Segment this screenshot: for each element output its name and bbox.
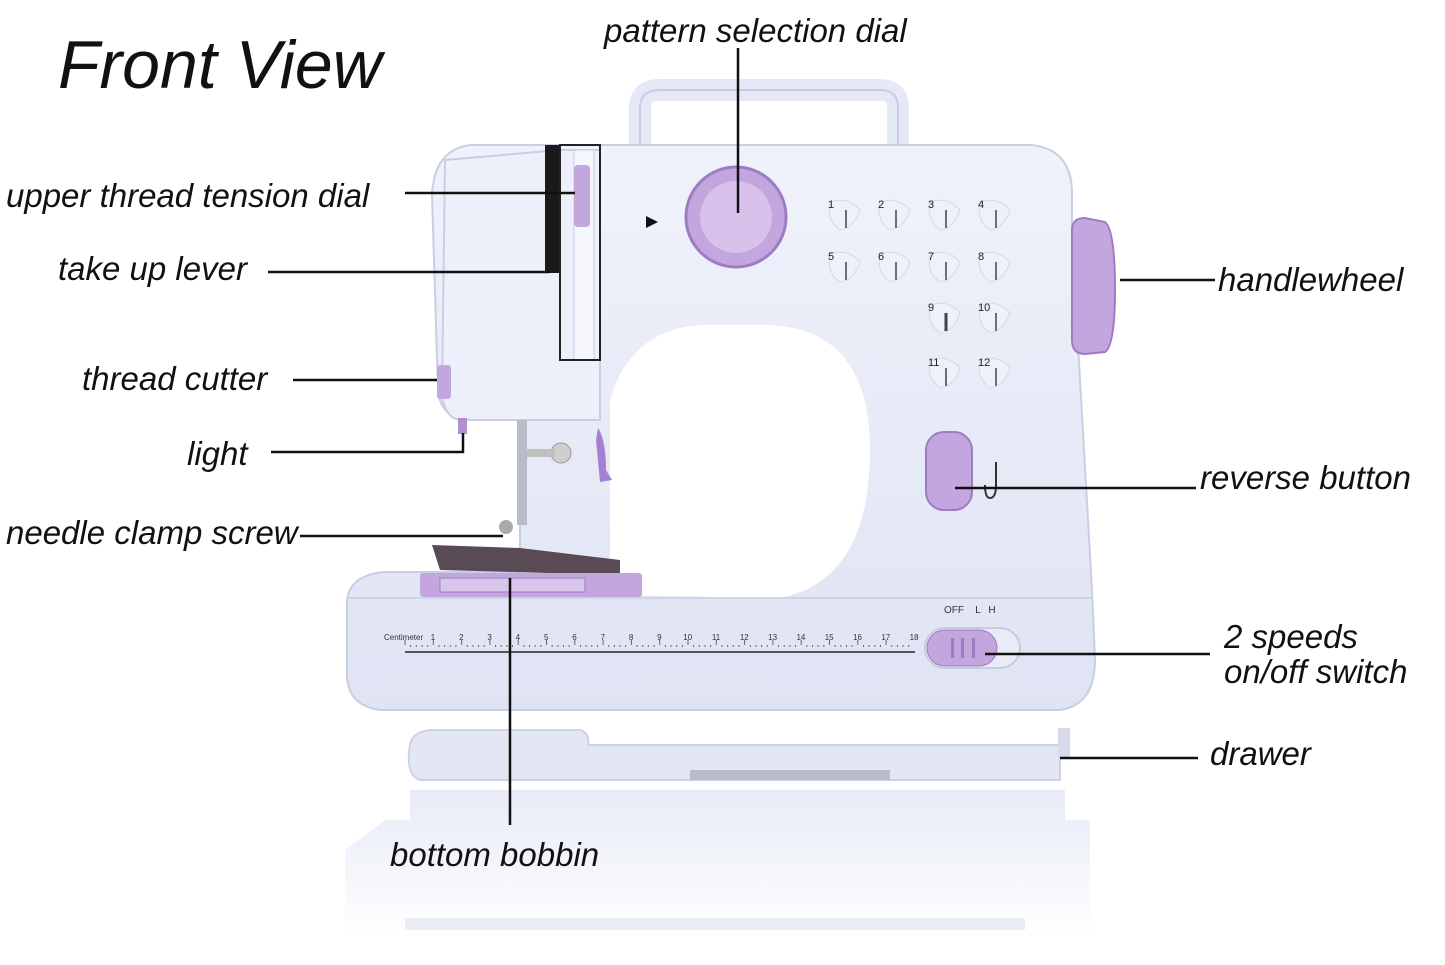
stitch-number: 6 [878, 251, 884, 263]
switch-position-label: OFF [944, 605, 964, 616]
ruler-number: 14 [796, 633, 805, 642]
ruler-number: 12 [740, 633, 749, 642]
label-bottom-bobbin: bottom bobbin [390, 836, 600, 873]
label-reverse-button: reverse button [1200, 459, 1411, 496]
stitch-pattern-icon: 2 [878, 199, 911, 231]
stitch-number: 9 [928, 302, 934, 314]
stitch-pattern-icon: 5 [828, 251, 861, 283]
label-light: light [187, 435, 248, 472]
stitch-number: 3 [928, 199, 934, 211]
stitch-pattern-icon: 4 [978, 199, 1011, 231]
ruler-number: 11 [712, 633, 721, 642]
ruler-number: 4 [516, 633, 521, 642]
label-upper-thread-tension-dial: upper thread tension dial [6, 177, 370, 214]
reflection [345, 790, 1090, 940]
label-speed-switch-line2: on/off switch [1224, 653, 1408, 690]
switch-position-label: L [975, 605, 981, 616]
stitch-pattern-icon: 10 [978, 302, 1011, 334]
ruler-number: 2 [459, 633, 464, 642]
ruler-number: 3 [487, 633, 492, 642]
ruler-number: 8 [629, 633, 634, 642]
stitch-pattern-icon: 11 [928, 357, 961, 389]
stitch-number: 5 [828, 251, 834, 263]
stitch-pattern-icon: 12 [978, 357, 1011, 389]
ruler-number: 1 [431, 633, 436, 642]
carry-handle [629, 79, 909, 150]
label-take-up-lever: take up lever [58, 250, 247, 287]
stitch-number: 1 [828, 199, 834, 211]
ruler-number: 5 [544, 633, 549, 642]
stitch-number: 7 [928, 251, 934, 263]
ruler-number: 18 [910, 633, 919, 642]
stitch-number: 12 [978, 357, 990, 369]
stitch-pattern-icon: 6 [878, 251, 911, 283]
stitch-number: 8 [978, 251, 984, 263]
ruler-number: 10 [683, 633, 692, 642]
label-handlewheel: handlewheel [1218, 261, 1404, 298]
stitch-pattern-icon: 8 [978, 251, 1011, 283]
page-title: Front View [58, 27, 382, 103]
ruler-number: 17 [881, 633, 890, 642]
switch-position-label: H [988, 605, 995, 616]
stitch-pattern-icon: 9 [928, 302, 961, 334]
stitch-pattern-icon: 7 [928, 251, 961, 283]
ruler-number: 15 [825, 633, 834, 642]
leader-lines [268, 48, 1215, 825]
label-pattern-selection-dial: pattern selection dial [604, 12, 907, 49]
ruler-number: 16 [853, 633, 862, 642]
ruler-number: 9 [657, 633, 662, 642]
label-needle-clamp-screw: needle clamp screw [6, 514, 298, 551]
ruler-number: 6 [572, 633, 577, 642]
label-drawer: drawer [1210, 735, 1311, 772]
ruler-number: 7 [601, 633, 606, 642]
stitch-number: 10 [978, 302, 990, 314]
machine-body [345, 144, 1117, 711]
machine-base [407, 728, 1070, 781]
label-speed-switch-line1: 2 speeds [1224, 618, 1358, 655]
ruler-unit-label: Centimeter [384, 633, 423, 642]
stitch-pattern-icon: 1 [828, 199, 861, 231]
stitch-number: 4 [978, 199, 984, 211]
label-thread-cutter: thread cutter [82, 360, 268, 397]
stitch-pattern-icon: 3 [928, 199, 961, 231]
stitch-number: 2 [878, 199, 884, 211]
stitch-number: 11 [928, 357, 939, 369]
ruler-number: 13 [768, 633, 777, 642]
